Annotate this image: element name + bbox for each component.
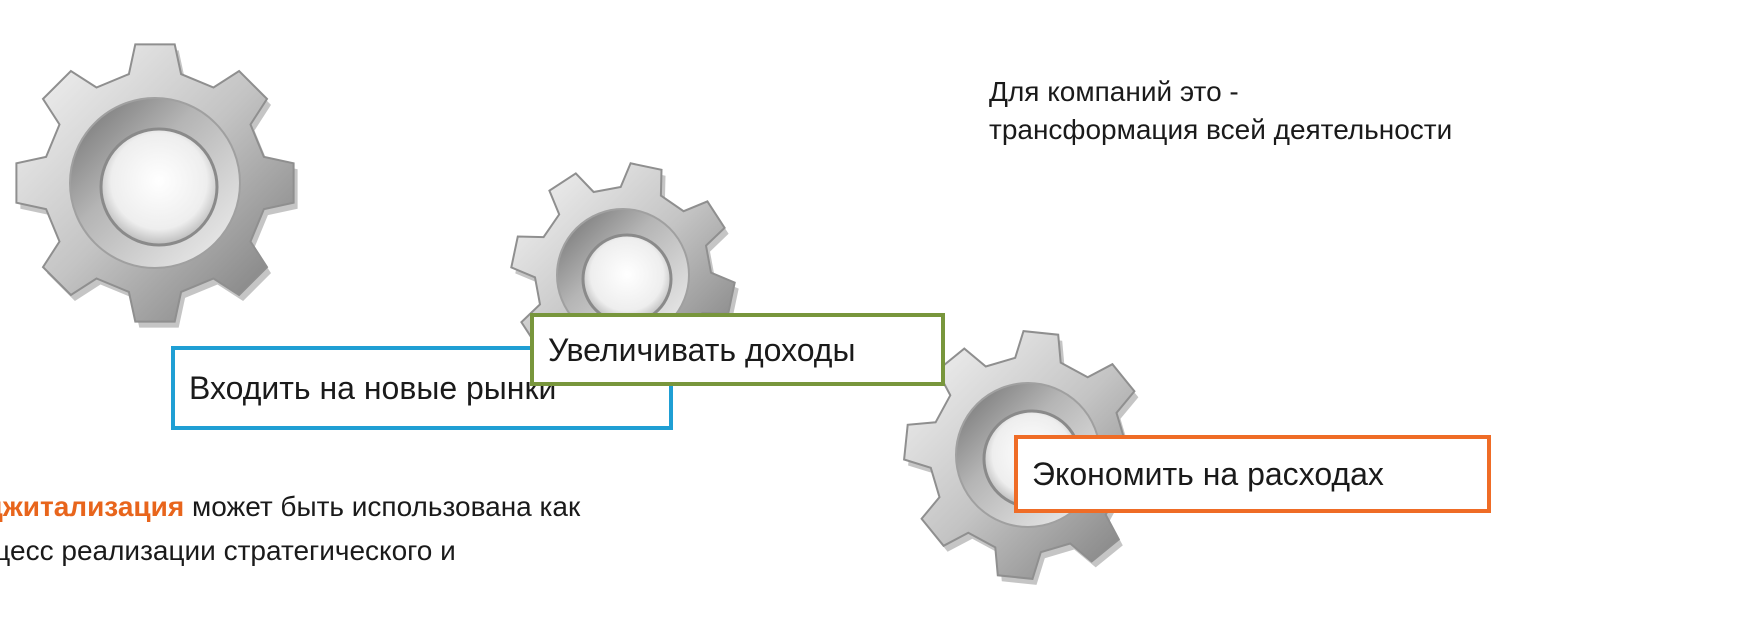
digitalization-line-1-rest: может быть использована как xyxy=(184,491,581,522)
gear-body xyxy=(15,43,298,328)
gear-icon xyxy=(15,43,298,328)
note-line-2: трансформация всей деятельности xyxy=(989,114,1453,145)
digitalization-line-2: процесс реализации стратегического и xyxy=(0,535,456,566)
gear-hole xyxy=(99,127,219,247)
companies-note: Для компаний это - трансформация всей де… xyxy=(989,73,1452,149)
gear-hole xyxy=(581,233,673,325)
digitalization-line-1: Диджитализация может быть использована к… xyxy=(0,485,580,529)
note-line-1: Для компаний это - xyxy=(989,76,1239,107)
label-increase-income: Увеличивать доходы xyxy=(530,313,945,386)
label-save-costs: Экономить на расходах xyxy=(1014,435,1491,513)
digitalization-text: Диджитализация может быть использована к… xyxy=(0,485,580,573)
digitalization-highlight: Диджитализация xyxy=(0,491,185,522)
